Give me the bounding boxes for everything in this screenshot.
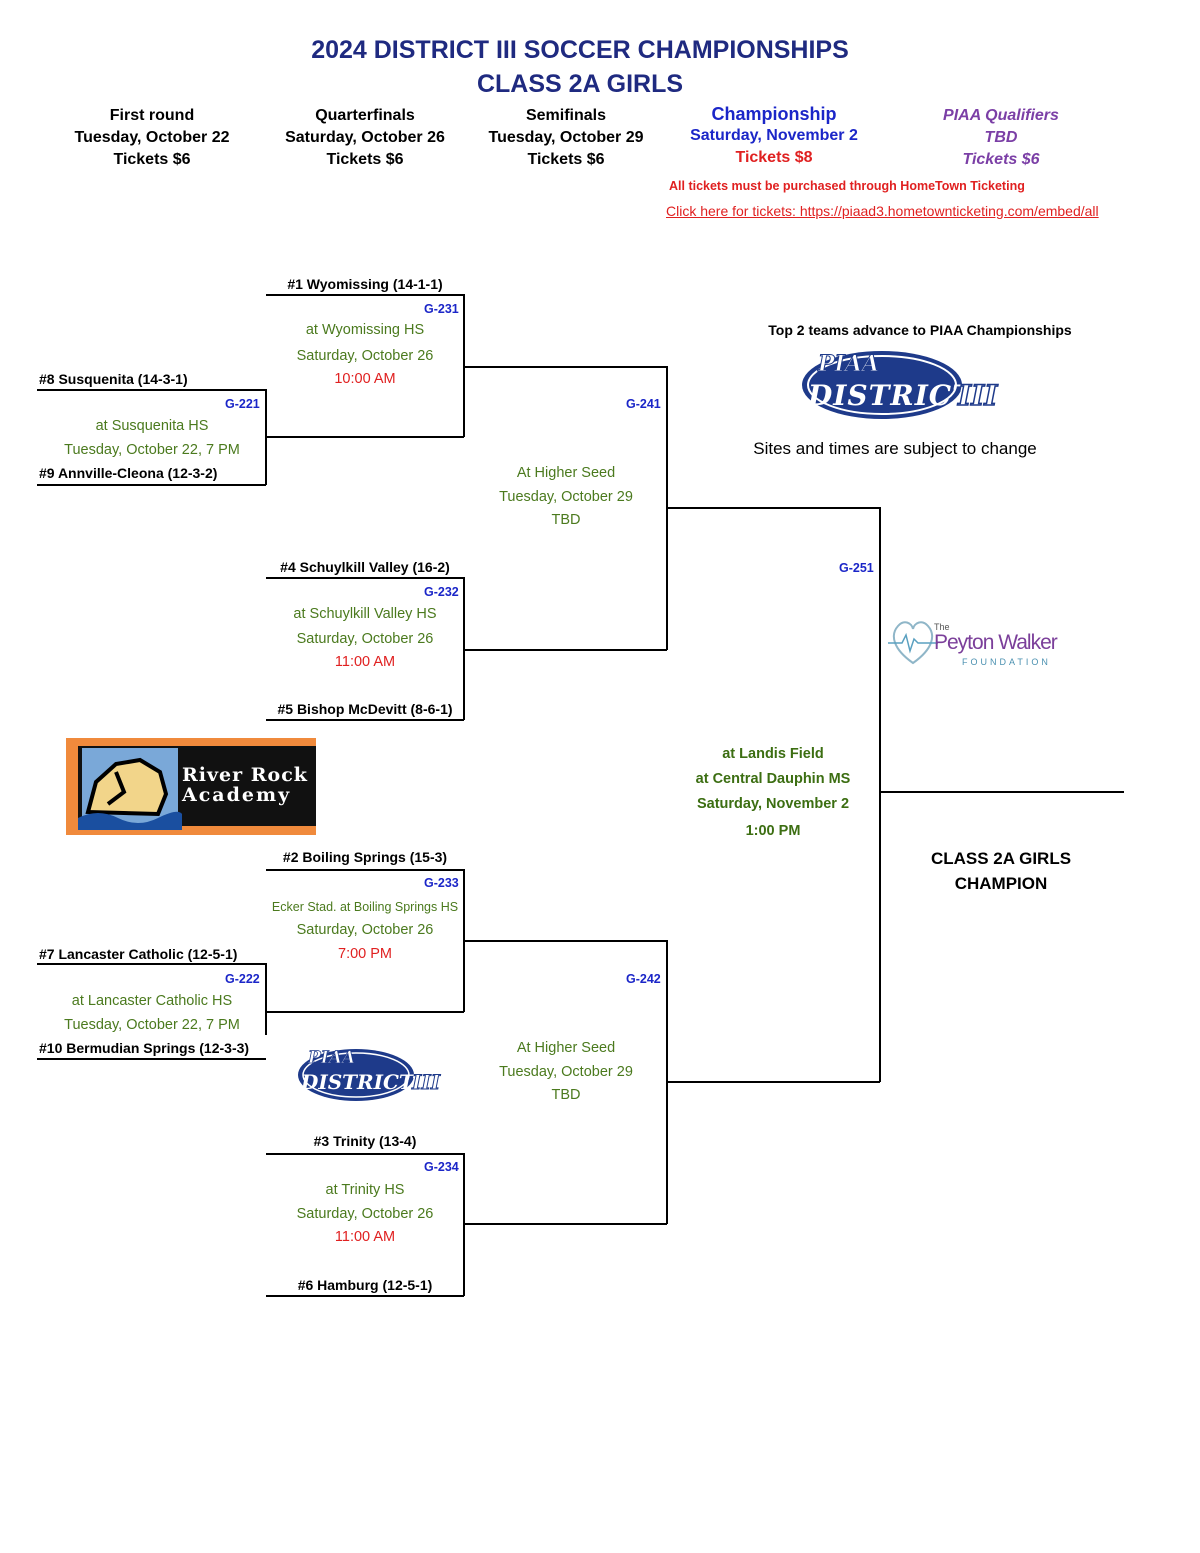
peyton-foundation: FOUNDATION [962, 657, 1051, 667]
game-id-g251: G-251 [839, 561, 874, 575]
river-rock-line1: River Rock [182, 764, 308, 786]
round-name: First round [109, 107, 195, 124]
ticket-notice: All tickets must be purchased through Ho… [669, 179, 1025, 193]
team-hamburg: #6 Hamburg (12-5-1) [297, 1277, 433, 1293]
game-time: TBD [551, 1087, 581, 1103]
piaa-logo-text-2: DISTRICT [808, 379, 974, 412]
final-time: 1:00 PM [745, 823, 801, 839]
piaa-logo-text-1: PIAA [818, 351, 880, 378]
round-header-championship: Championship Saturday, November 2 Ticket… [664, 103, 884, 169]
piaa-logo-text-3: III [957, 378, 998, 413]
round-name: PIAA Qualifiers [943, 107, 1059, 124]
game-date: Tuesday, October 22, 7 PM [64, 442, 240, 458]
page-title-line1: 2024 DISTRICT III SOCCER CHAMPIONSHIPS [311, 36, 849, 64]
game-id-g232: G-232 [424, 585, 459, 599]
piaa-logo-text-2: DISTRICT [301, 1070, 414, 1094]
game-id-g221: G-221 [225, 397, 260, 411]
game-time: 10:00 AM [334, 371, 396, 387]
round-tickets: Tickets $6 [527, 151, 605, 168]
peyton-the: The [934, 622, 950, 632]
round-name: Semifinals [525, 107, 607, 124]
round-tickets: Tickets $6 [326, 151, 404, 168]
final-date: Saturday, November 2 [696, 796, 850, 812]
round-date: Saturday, October 26 [285, 129, 445, 146]
sites-note: Sites and times are subject to change [753, 439, 1037, 458]
piaa-logo-text-3: III [411, 1070, 441, 1095]
round-header-quarterfinals: Quarterfinals Saturday, October 26 Ticke… [255, 105, 475, 171]
champion-line1: CLASS 2A GIRLS [930, 849, 1072, 868]
game-site: At Higher Seed [516, 465, 616, 481]
team-bishop-mcdevitt: #5 Bishop McDevitt (8-6-1) [277, 701, 453, 717]
champion-label: CLASS 2A GIRLS CHAMPION [931, 846, 1071, 896]
game-time: 11:00 AM [334, 654, 396, 670]
game-time: 7:00 PM [338, 946, 392, 962]
team-boiling-springs: #2 Boiling Springs (15-3) [282, 849, 448, 865]
final-site-1: at Landis Field [722, 746, 824, 762]
piaa-logo-shape [802, 351, 962, 419]
page-title-line2: CLASS 2A GIRLS [476, 70, 684, 98]
round-tickets: Tickets $6 [962, 151, 1040, 168]
champion-line2: CHAMPION [954, 874, 1048, 893]
game-id-g233: G-233 [424, 876, 459, 890]
round-tickets: Tickets $8 [735, 149, 813, 166]
game-id-g242: G-242 [626, 972, 661, 986]
game-site: at Schuylkill Valley HS [293, 606, 437, 622]
round-name: Quarterfinals [315, 107, 415, 124]
game-id-g222: G-222 [225, 972, 260, 986]
game-site: at Trinity HS [325, 1182, 405, 1198]
game-site: at Lancaster Catholic HS [71, 993, 233, 1009]
game-date: Saturday, October 26 [296, 922, 434, 938]
top2-note: Top 2 teams advance to PIAA Championship… [768, 322, 1072, 338]
team-wyomissing: #1 Wyomissing (14-1-1) [287, 276, 443, 292]
game-date: Tuesday, October 22, 7 PM [64, 1017, 240, 1033]
round-date: Tuesday, October 22 [74, 129, 230, 146]
team-trinity: #3 Trinity (13-4) [313, 1133, 417, 1149]
rock-icon [78, 748, 182, 830]
ticket-link[interactable]: Click here for tickets: https://piaad3.h… [666, 203, 1099, 219]
piaa-district-logo-bottom: PIAA DISTRICT III [296, 1046, 446, 1104]
game-time: TBD [551, 512, 581, 528]
game-site: at Wyomissing HS [305, 322, 425, 338]
game-site: Ecker Stad. at Boiling Springs HS [271, 900, 459, 914]
game-id-g234: G-234 [424, 1160, 459, 1174]
game-date: Saturday, October 26 [296, 631, 434, 647]
team-lancaster-catholic: #7 Lancaster Catholic (12-5-1) [39, 946, 238, 962]
round-date: Tuesday, October 29 [488, 129, 644, 146]
river-rock-line2: Academy [182, 784, 292, 806]
river-rock-academy-logo: River Rock Academy [66, 738, 316, 835]
team-schuylkill-valley: #4 Schuylkill Valley (16-2) [280, 559, 450, 575]
piaa-logo-shape [298, 1049, 414, 1101]
round-header-semifinals: Semifinals Tuesday, October 29 Tickets $… [456, 105, 676, 171]
game-time: 11:00 AM [334, 1229, 396, 1245]
round-name: Championship [711, 104, 837, 124]
game-site: at Susquenita HS [95, 418, 209, 434]
round-header-piaa-qualifiers: PIAA Qualifiers TBD Tickets $6 [891, 105, 1111, 171]
peyton-walker-logo: The Peyton Walker FOUNDATION [888, 611, 1058, 671]
team-annville-cleona: #9 Annville-Cleona (12-3-2) [39, 465, 218, 481]
game-date: Saturday, October 26 [296, 1206, 434, 1222]
game-date: Tuesday, October 29 [499, 489, 633, 505]
game-date: Saturday, October 26 [296, 348, 434, 364]
team-susquenita: #8 Susquenita (14-3-1) [39, 371, 188, 387]
team-bermudian-springs: #10 Bermudian Springs (12-3-3) [39, 1040, 250, 1056]
game-id-g231: G-231 [424, 302, 459, 316]
peyton-name: Peyton Walker [934, 631, 1058, 654]
round-header-first: First round Tuesday, October 22 Tickets … [42, 105, 262, 171]
piaa-logo-text-1: PIAA [308, 1048, 356, 1069]
game-site: At Higher Seed [516, 1040, 616, 1056]
game-date: Tuesday, October 29 [499, 1064, 633, 1080]
piaa-district-logo-top: PIAA DISTRICT III [800, 347, 1006, 423]
heart-icon [888, 621, 938, 665]
game-id-g241: G-241 [626, 397, 661, 411]
round-tickets: Tickets $6 [113, 151, 191, 168]
final-site-2: at Central Dauphin MS [695, 771, 851, 787]
round-date: TBD [984, 129, 1018, 146]
round-date: Saturday, November 2 [690, 127, 858, 144]
